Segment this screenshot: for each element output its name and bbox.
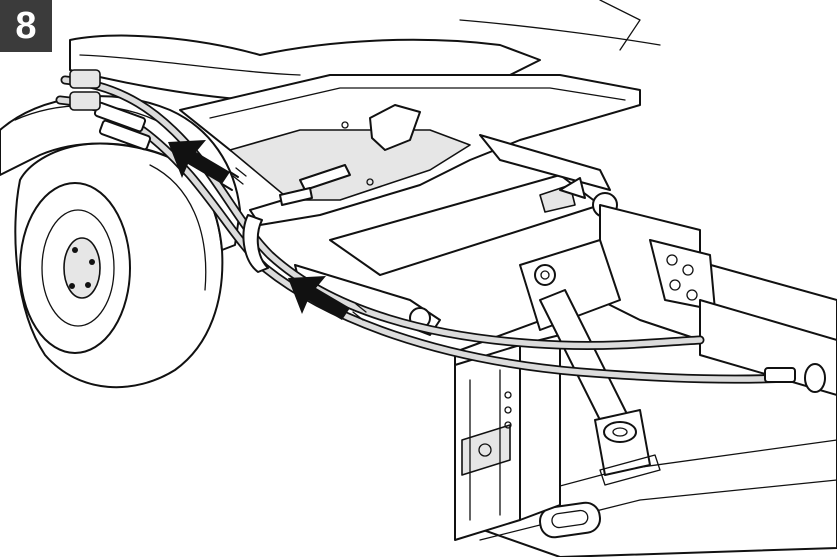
deck-mount-bracket bbox=[454, 334, 561, 541]
chassis-frame bbox=[179, 74, 641, 226]
direction-arrow bbox=[288, 276, 367, 321]
step-number-badge: 8 bbox=[0, 0, 52, 52]
direction-arrow bbox=[168, 140, 247, 191]
deck-lift-cylinder bbox=[539, 289, 661, 486]
rear-tire bbox=[14, 142, 224, 389]
